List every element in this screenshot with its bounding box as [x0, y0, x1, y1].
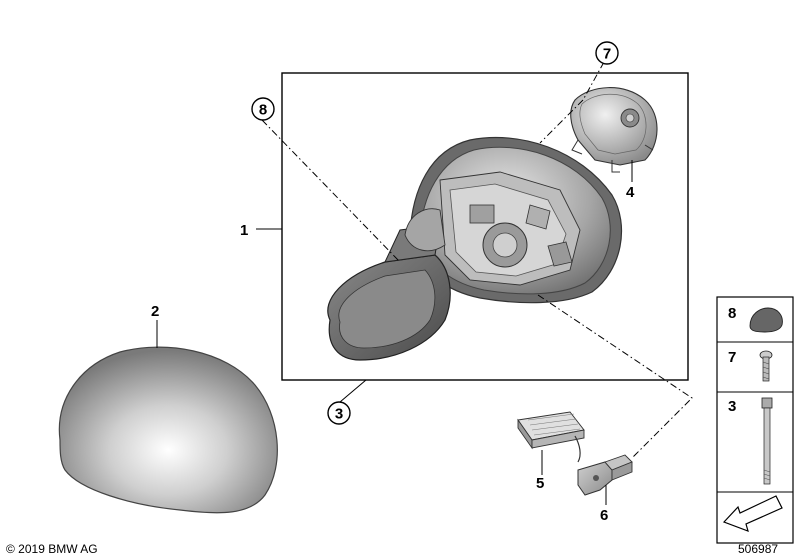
callout-5: 5 — [536, 475, 544, 492]
bracket-part[interactable] — [577, 454, 633, 496]
assembly-frame — [281, 72, 689, 381]
callout-2: 2 — [151, 303, 159, 320]
short-screw-icon — [759, 350, 773, 382]
fastener-legend: 8 7 3 — [716, 296, 794, 544]
copyright-text: © 2019 BMW AG — [6, 542, 98, 556]
plug-cap-icon — [749, 307, 783, 333]
leader-dash-8 — [261, 119, 401, 263]
mirror-assembly-part[interactable] — [327, 136, 623, 361]
legend-label-8: 8 — [728, 305, 736, 322]
mirror-cap-part[interactable] — [58, 346, 278, 514]
callout-7: 7 — [603, 46, 611, 63]
legend-label-7: 7 — [728, 349, 736, 366]
callout-1: 1 — [240, 222, 248, 239]
control-module-part[interactable] — [517, 411, 585, 463]
legend-label-3: 3 — [728, 398, 736, 415]
leader-dash-7b — [539, 99, 584, 144]
callout-8-circle — [251, 97, 275, 121]
callout-3: 3 — [335, 406, 343, 423]
leader-dash-6 — [537, 294, 693, 459]
direction-arrow-icon — [722, 495, 783, 532]
callout-4: 4 — [626, 184, 635, 201]
leader-3 — [339, 379, 367, 403]
long-bolt-icon — [761, 397, 773, 485]
callout-8: 8 — [259, 102, 267, 119]
callout-7-circle — [595, 41, 619, 65]
diagram-id: 506987 — [738, 542, 778, 556]
callout-6: 6 — [600, 507, 608, 524]
mirror-glass-actuator-part[interactable] — [570, 87, 658, 173]
callout-3-circle — [327, 401, 351, 425]
